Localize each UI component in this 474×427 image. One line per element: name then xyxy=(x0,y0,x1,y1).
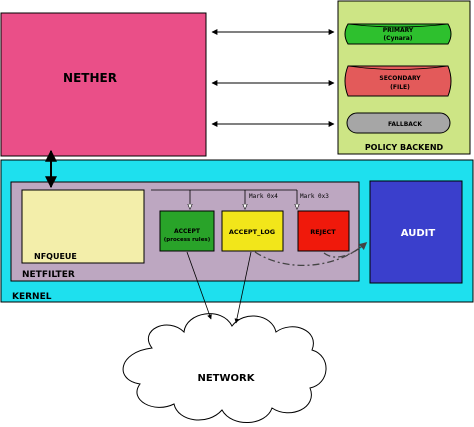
network-label: NETWORK xyxy=(197,373,255,384)
reject-rect xyxy=(297,210,350,252)
reject-box: REJECT xyxy=(297,210,350,252)
nether-label: NETHER xyxy=(63,71,117,85)
fallback-cylinder: FALLBACK xyxy=(346,112,451,134)
audit-box: AUDIT xyxy=(369,180,463,284)
accept-log-rect xyxy=(221,210,284,252)
nfqueue-label: NFQUEUE xyxy=(34,252,77,261)
accept-network-arrow xyxy=(186,251,212,320)
accept-log-title: ACCEPT_LOG xyxy=(229,228,275,236)
policy-backend-label: POLICY BACKEND xyxy=(365,143,444,152)
accept-title: ACCEPT xyxy=(174,228,201,235)
primary-subtitle: (Cynara) xyxy=(383,35,412,42)
reject-title: REJECT xyxy=(310,228,336,236)
accept-log-box: ACCEPT_LOG xyxy=(221,210,284,252)
secondary-subtitle: (FILE) xyxy=(390,84,410,91)
nether-rect xyxy=(0,12,207,157)
accept-log-network-arrow xyxy=(234,251,252,324)
accept-box: ACCEPT (process rules) xyxy=(159,210,215,252)
primary-title: PRIMARY xyxy=(383,27,414,34)
mark-0x3-label: Mark 0x3 xyxy=(300,193,329,200)
verdict-branches: Mark 0x4 Mark 0x3 xyxy=(151,189,329,209)
network-cloud-shape xyxy=(122,313,327,423)
secondary-cylinder: SECONDARY (FILE) xyxy=(344,65,452,97)
nether-box: NETHER xyxy=(0,12,207,157)
reject-audit-arrow xyxy=(323,242,367,258)
fallback-title: FALLBACK xyxy=(388,121,422,128)
kernel-label: KERNEL xyxy=(12,292,52,302)
audit-label: AUDIT xyxy=(401,228,436,239)
policy-backend-box: PRIMARY (Cynara) SECONDARY (FILE) FALLBA… xyxy=(337,0,471,155)
netfilter-label: NETFILTER xyxy=(22,270,75,280)
nfqueue-box: NFQUEUE xyxy=(21,189,145,264)
audit-rect xyxy=(369,180,463,284)
mark-0x4-label: Mark 0x4 xyxy=(249,193,278,200)
secondary-title: SECONDARY xyxy=(379,75,421,82)
primary-cylinder: PRIMARY (Cynara) xyxy=(344,23,452,45)
network-cloud: NETWORK xyxy=(122,313,327,423)
nfqueue-rect xyxy=(21,189,145,264)
accept-rect xyxy=(159,210,215,252)
accept-subtitle: (process rules) xyxy=(164,237,211,243)
